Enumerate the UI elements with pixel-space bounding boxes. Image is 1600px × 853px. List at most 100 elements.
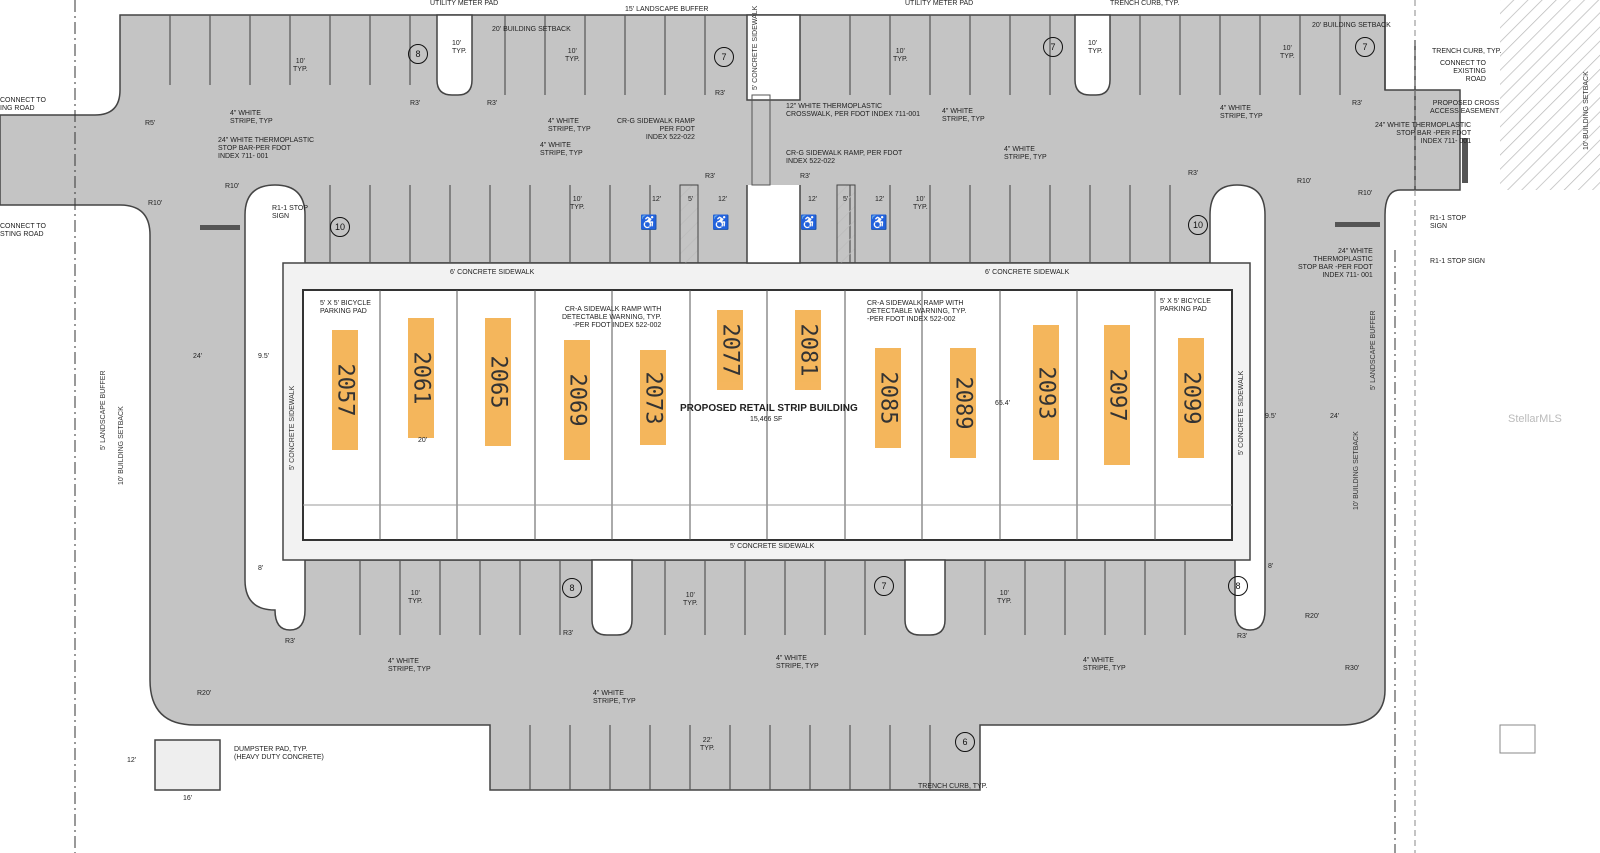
- dimension: 8': [1268, 563, 1274, 570]
- callout: TRENCH CURB, TYP.: [1432, 48, 1502, 55]
- callout: CR-G SIDEWALK RAMP, PER FDOT INDEX 522-0…: [786, 150, 903, 165]
- dimension: R3': [285, 638, 296, 645]
- unit-number: 2097: [1104, 368, 1130, 422]
- callout: 24" WHITE THERMOPLASTIC STOP BAR -PER FD…: [1298, 248, 1373, 279]
- dimension: 12': [652, 196, 662, 203]
- unit-label: 2081: [795, 310, 821, 390]
- callout: 4" WHITE STRIPE, TYP: [540, 142, 583, 157]
- callout: 10' BUILDING SETBACK: [1353, 431, 1360, 510]
- building-title: PROPOSED RETAIL STRIP BUILDING: [680, 403, 858, 414]
- landscape-island: [1074, 14, 1111, 96]
- dimension: 10' TYP.: [565, 48, 580, 63]
- landscape-island: [746, 14, 801, 101]
- unit-label: 2069: [564, 340, 590, 460]
- dimension: 10' TYP.: [570, 196, 585, 211]
- space-count: 8: [1228, 576, 1248, 596]
- unit-number: 2077: [717, 323, 743, 377]
- dimension: R3': [410, 100, 421, 107]
- callout: 15' LANDSCAPE BUFFER: [625, 6, 709, 13]
- dimension: 24': [193, 353, 203, 360]
- dimension: R30': [1345, 665, 1360, 672]
- accessible-parking-icon: ♿: [870, 214, 888, 230]
- dimension: 24': [1330, 413, 1340, 420]
- callout: R1-1 STOP SIGN: [1430, 215, 1467, 230]
- utility-box: [1499, 724, 1536, 754]
- unit-label: 2089: [950, 348, 976, 458]
- dimension: R3': [1237, 633, 1248, 640]
- callout: UTILITY METER PAD: [905, 0, 974, 7]
- space-count: 6: [955, 732, 975, 752]
- callout: R1-1 STOP SIGN: [272, 205, 309, 220]
- dimension: 22' TYP.: [700, 737, 715, 752]
- dimension: 10' TYP.: [1088, 40, 1103, 55]
- dimension: R10': [1358, 190, 1373, 197]
- dimension: 10' TYP.: [913, 196, 928, 211]
- landscape-island: [591, 559, 633, 636]
- callout: 5' CONCRETE SIDEWALK: [289, 385, 296, 470]
- dimension: R3': [563, 630, 574, 637]
- dimension: 10' TYP.: [293, 58, 308, 73]
- callout: 4" WHITE STRIPE, TYP: [1004, 146, 1047, 161]
- dimension: 20': [418, 437, 428, 444]
- callout: R1-1 STOP SIGN: [1430, 258, 1485, 265]
- unit-label: 2065: [485, 318, 511, 446]
- callout: UTILITY METER PAD: [430, 0, 499, 7]
- dimension: 10' TYP.: [683, 592, 698, 607]
- callout: 6' CONCRETE SIDEWALK: [450, 269, 535, 276]
- callout: 4" WHITE STRIPE, TYP: [548, 118, 591, 133]
- callout: TRENCH CURB, TYP.: [918, 783, 988, 790]
- dimension: 8': [258, 565, 264, 572]
- callout: TRENCH CURB, TYP.: [1110, 0, 1180, 7]
- callout: 4" WHITE STRIPE, TYP: [230, 110, 273, 125]
- unit-number: 2099: [1178, 371, 1204, 425]
- space-count: 7: [874, 576, 894, 596]
- callout: CONNECT TO EXISTING ROAD: [1440, 60, 1486, 83]
- dimension: R10': [1297, 178, 1312, 185]
- stop-bar: [1335, 222, 1380, 227]
- unit-number: 2093: [1033, 366, 1059, 419]
- dimension: 12': [718, 196, 728, 203]
- unit-label: 2097: [1104, 325, 1130, 465]
- parking-stripes: [169, 15, 1341, 790]
- unit-number: 2065: [485, 355, 511, 409]
- ada-access-aisle: [836, 184, 856, 264]
- unit-label: 2073: [640, 350, 666, 445]
- callout: 5' CONCRETE SIDEWALK: [1238, 370, 1245, 455]
- space-count: 7: [714, 47, 734, 67]
- dimension: R20': [1305, 613, 1320, 620]
- unit-label: 2061: [408, 318, 434, 438]
- landscape-island: [436, 14, 473, 96]
- callout: CONNECT TO ING ROAD: [0, 97, 46, 112]
- unit-label: 2085: [875, 348, 901, 448]
- callout: 10' BUILDING SETBACK: [118, 406, 125, 485]
- dimension: R3': [487, 100, 498, 107]
- callout: 24" WHITE THERMOPLASTIC STOP BAR -PER FD…: [1375, 122, 1472, 145]
- hatched-setback-area: [1500, 0, 1600, 190]
- space-count: 7: [1043, 37, 1063, 57]
- space-count: 7: [1355, 37, 1375, 57]
- dimension: 10' TYP.: [408, 590, 423, 605]
- callout: 4" WHITE STRIPE, TYP: [1220, 105, 1263, 120]
- dimension: 9.5': [258, 353, 270, 360]
- callout: 6' CONCRETE SIDEWALK: [985, 269, 1070, 276]
- callout: 4" WHITE STRIPE, TYP: [1083, 657, 1126, 672]
- callout: 5' x 5' BICYCLE PARKING PAD: [320, 300, 371, 315]
- dimension: R3': [715, 90, 726, 97]
- stop-bar: [200, 225, 240, 230]
- dimension: R20': [197, 690, 212, 697]
- callout: 5' x 5' BICYCLE PARKING PAD: [1160, 298, 1211, 313]
- callout: 20' BUILDING SETBACK: [1312, 22, 1391, 29]
- callout: 5' LANDSCAPE BUFFER: [100, 370, 107, 450]
- dimension: R3': [1352, 100, 1363, 107]
- unit-label: 2099: [1178, 338, 1204, 458]
- accessible-parking-icon: ♿: [640, 214, 658, 230]
- callout: 12" WHITE THERMOPLASTIC CROSSWALK, PER F…: [786, 103, 921, 118]
- callout: DUMPSTER PAD, TYP. (HEAVY DUTY CONCRETE): [234, 746, 324, 761]
- stop-bar: [1462, 138, 1468, 183]
- unit-number: 2057: [332, 363, 358, 417]
- dimension: R3': [800, 173, 811, 180]
- dimension: 12': [127, 757, 137, 764]
- dimension: R10': [225, 183, 240, 190]
- dimension: 16': [183, 795, 193, 802]
